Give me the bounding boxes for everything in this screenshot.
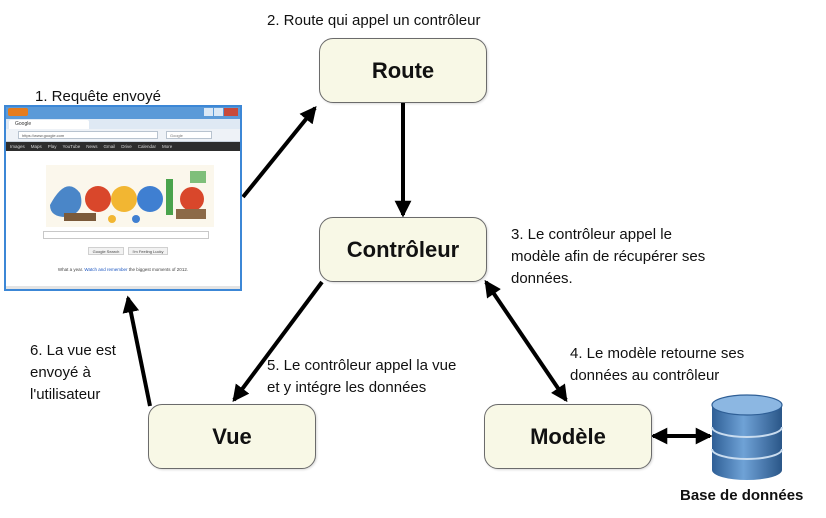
nav-link[interactable]: Maps [30, 144, 42, 149]
footer-link[interactable]: Watch and remember [84, 267, 128, 272]
controleur-label: Contrôleur [346, 236, 460, 262]
nav-link[interactable]: Play [47, 144, 57, 149]
arrow-controleur-to-vue [232, 280, 324, 403]
maximize-icon[interactable] [214, 108, 223, 116]
vue-node: Vue [148, 404, 316, 469]
nav-link[interactable]: Gmail [103, 144, 116, 149]
browser-tabbar: Google [6, 119, 240, 129]
step-5-label: 5. Le contrôleur appel la vue et y intég… [267, 357, 457, 396]
step-1-label: 1. Requête envoyé [35, 88, 161, 105]
browser-search-field[interactable]: Google [166, 131, 212, 139]
feeling-lucky-button[interactable]: I'm Feeling Lucky [128, 247, 168, 255]
window-controls [204, 108, 238, 116]
database-icon [711, 394, 783, 480]
step-4-label: 4. Le modèle retourne ses données au con… [570, 345, 745, 384]
controleur-node: Contrôleur [319, 217, 487, 282]
browser-status-bar [6, 286, 240, 289]
arrow-controleur-modele [484, 279, 568, 403]
firefox-menu-button[interactable] [8, 108, 28, 116]
database-label: Base de données [680, 487, 804, 504]
step-2-label: 2. Route qui appel un contrôleur [267, 12, 481, 29]
google-search-input[interactable] [43, 231, 209, 239]
google-page: Google Search I'm Feeling Lucky What a y… [6, 151, 240, 289]
google-nav-bar: Images Maps Play YouTube News Gmail Driv… [6, 142, 240, 151]
nav-link[interactable]: Images [10, 144, 25, 149]
nav-link[interactable]: YouTube [62, 144, 81, 149]
nav-link[interactable]: More [162, 144, 173, 149]
browser-tab[interactable]: Google [9, 120, 89, 129]
footer-tail: the biggest moments of 2012. [127, 267, 189, 272]
nav-link[interactable]: Drive [121, 144, 132, 149]
route-label: Route [371, 57, 435, 83]
browser-titlebar [6, 107, 240, 119]
step-6-label: 6. La vue est envoyé à l'utilisateur [30, 342, 116, 403]
close-icon[interactable] [224, 108, 238, 116]
nav-link[interactable]: Calendar [137, 144, 157, 149]
google-doodle-image[interactable] [46, 165, 214, 227]
nav-link[interactable]: News [86, 144, 98, 149]
google-footer-text: What a year. Watch and remember the bigg… [6, 267, 240, 272]
arrow-vue-to-browser [122, 295, 152, 407]
modele-label: Modèle [530, 423, 606, 449]
step-3-label: 3. Le contrôleur appel le modèle afin de… [511, 226, 706, 287]
google-search-button[interactable]: Google Search [88, 247, 124, 255]
minimize-icon[interactable] [204, 108, 213, 116]
url-field[interactable]: https://www.google.com [18, 131, 158, 139]
browser-screenshot: Google https://www.google.com Google Ima… [4, 105, 242, 291]
footer-text: What a year. [57, 267, 85, 272]
arrow-browser-to-route [241, 106, 317, 199]
modele-node: Modèle [484, 404, 652, 469]
browser-toolbar: https://www.google.com Google [6, 129, 240, 142]
route-node: Route [319, 38, 487, 103]
vue-label: Vue [212, 423, 252, 449]
